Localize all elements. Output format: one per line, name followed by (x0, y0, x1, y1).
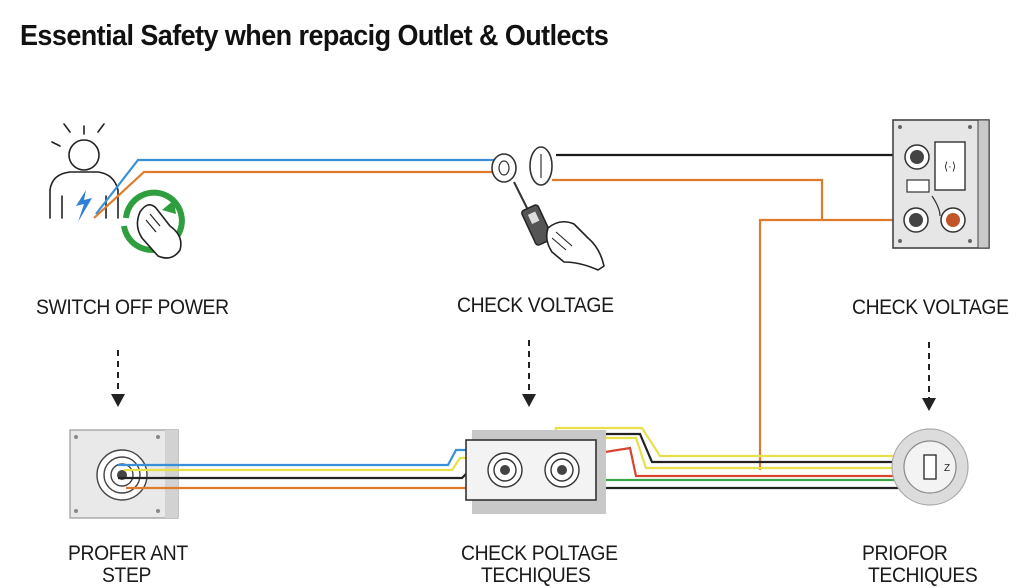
step-bottom-right-line2: TECHIQUES (868, 564, 978, 587)
step-bottom-center-line1: CHECK POLTAGE (461, 542, 618, 565)
step-bottom-right-line1: PRIOFOR (862, 542, 948, 565)
double-outlet-icon (465, 430, 606, 514)
step-switch-off-power: SWITCH OFF POWER (36, 296, 229, 319)
step-bottom-left-line1: PROFER ANT (68, 542, 188, 565)
breaker-panel-icon (892, 119, 990, 249)
down-arrows (117, 340, 930, 398)
svg-text:Z: Z (944, 463, 950, 474)
round-outlet-icon: Z (891, 428, 969, 506)
voltage-tester-icon (491, 146, 553, 246)
step-bottom-left-line2: STEP (102, 564, 151, 587)
panel-label: ⟨·⟩ (944, 161, 956, 173)
person-icon (49, 123, 119, 219)
step-bottom-center-line2: TECHIQUES (481, 564, 591, 587)
step-check-voltage-right: CHECK VOLTAGE (852, 296, 1009, 319)
power-arrow-icon (76, 190, 92, 222)
step-check-voltage-center: CHECK VOLTAGE (457, 294, 614, 317)
wiring-diagram: ⟨·⟩ (49, 119, 990, 519)
page-title: Essential Safety when repacig Outlet & O… (20, 20, 609, 52)
outlet-icon (69, 429, 179, 519)
arrow-heads (111, 394, 936, 411)
hand-icon (545, 220, 605, 271)
power-switch-icon (121, 189, 185, 259)
